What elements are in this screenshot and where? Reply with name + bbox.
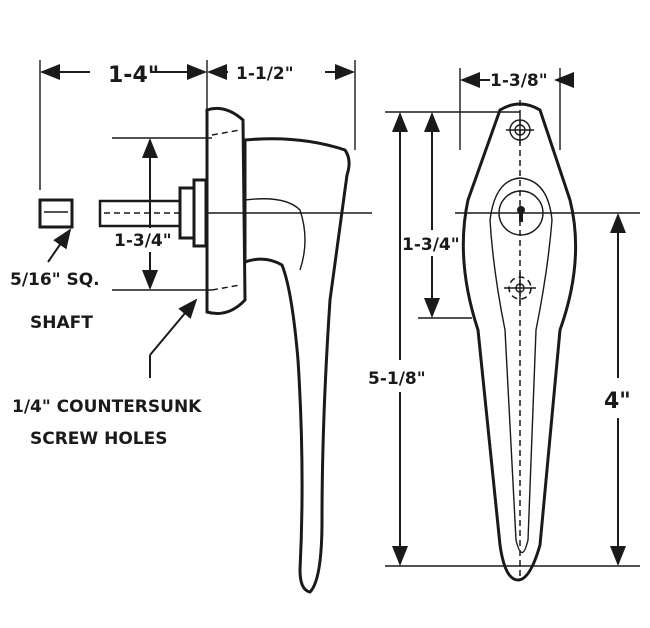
dim-hole-spacing-front: 1-3/4" bbox=[402, 235, 460, 255]
square-shaft-end bbox=[38, 198, 74, 229]
front-view: 1-3/8" 5-1/8" bbox=[368, 68, 640, 582]
screw-hole-hidden bbox=[211, 284, 241, 291]
holes-callout-line1: 1/4" COUNTERSUNK bbox=[12, 397, 202, 417]
collar bbox=[192, 178, 208, 248]
shaft-callout-line1: 5/16" SQ. bbox=[10, 270, 100, 290]
holes-callout-line2: SCREW HOLES bbox=[30, 429, 167, 449]
shaft-leader-arrow bbox=[47, 228, 72, 263]
rosette-plate bbox=[205, 106, 247, 315]
dim-shaft-length: 1-4" bbox=[108, 63, 159, 88]
dim-overall-height: 5-1/8" bbox=[368, 369, 426, 389]
dim-center-to-tip: 4" bbox=[604, 389, 631, 414]
keyhole-icon bbox=[519, 210, 523, 222]
handle-contour bbox=[244, 198, 306, 271]
shaft-callout-line2: SHAFT bbox=[30, 313, 93, 333]
dim-rosette-width: 1-3/8" bbox=[490, 71, 548, 91]
collar bbox=[178, 186, 196, 240]
dim-plate-to-handle: 1-1/2" bbox=[236, 64, 294, 84]
lever-handle bbox=[243, 137, 351, 594]
front-lever bbox=[489, 177, 553, 554]
dim-hole-spacing-side: 1-3/4" bbox=[114, 231, 172, 251]
holes-leader-arrow bbox=[149, 298, 198, 356]
screw-hole-hidden bbox=[211, 129, 241, 136]
side-view: 1-4" 1-1/2" 1-3/4" 5/16" SQ. SHAFT 1/4" bbox=[10, 60, 372, 594]
